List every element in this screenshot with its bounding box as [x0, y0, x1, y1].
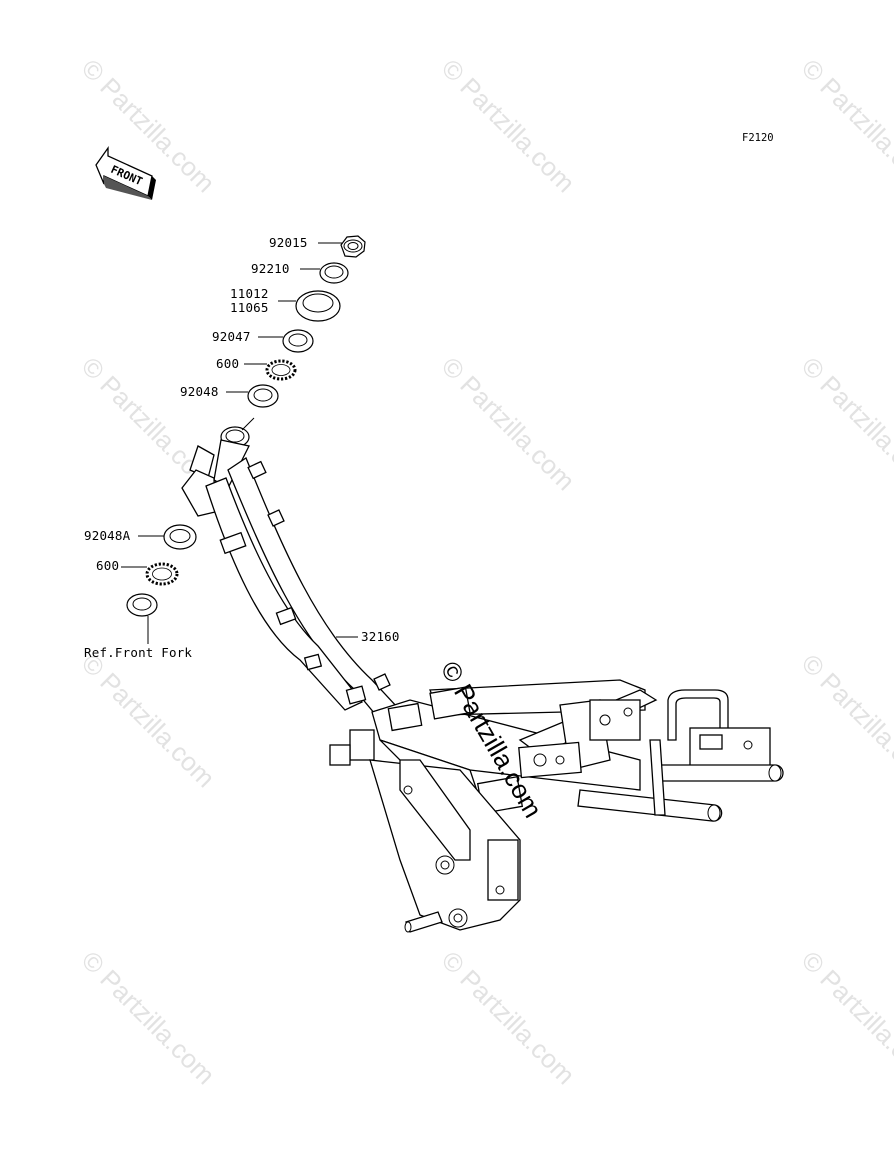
- part-92048-race: [247, 384, 279, 408]
- ref-front-fork-race: [126, 593, 158, 617]
- figure-code: F2120: [742, 132, 774, 144]
- label-600-bottom: 600: [96, 558, 119, 573]
- part-92047-race: [282, 329, 314, 353]
- watermark: © Partzilla.com: [76, 648, 221, 793]
- part-92048a-race: [163, 524, 197, 550]
- label-11065: 11065: [230, 300, 269, 315]
- watermark: © Partzilla.com: [796, 53, 894, 198]
- watermark: © Partzilla.com: [796, 945, 894, 1090]
- watermark: © Partzilla.com: [436, 351, 581, 496]
- watermark-group: © Partzilla.com © Partzilla.com © Partzi…: [76, 53, 894, 1090]
- watermark: © Partzilla.com: [436, 945, 581, 1090]
- label-ref-front-fork: Ref.Front Fork: [84, 645, 192, 660]
- part-92015-locknut: [340, 235, 366, 258]
- label-600-top: 600: [216, 356, 239, 371]
- label-92015: 92015: [269, 235, 308, 250]
- part-600-steel-balls-bottom: [145, 562, 179, 586]
- label-92210: 92210: [251, 261, 290, 276]
- front-arrow-icon: FRONT: [95, 145, 156, 200]
- part-11012-cap: [295, 290, 341, 322]
- watermark: © Partzilla.com: [76, 945, 221, 1090]
- watermark: © Partzilla.com: [796, 351, 894, 496]
- watermark: © Partzilla.com: [796, 648, 894, 793]
- label-92047: 92047: [212, 329, 251, 344]
- label-32160: 32160: [361, 629, 400, 644]
- label-11012: 11012: [230, 286, 269, 301]
- watermark: © Partzilla.com: [436, 53, 581, 198]
- part-32160-frame: [181, 417, 784, 933]
- label-92048: 92048: [180, 384, 219, 399]
- label-92048a: 92048A: [84, 528, 131, 543]
- part-600-steel-balls-top: [265, 359, 297, 381]
- part-92210-washer: [319, 262, 349, 284]
